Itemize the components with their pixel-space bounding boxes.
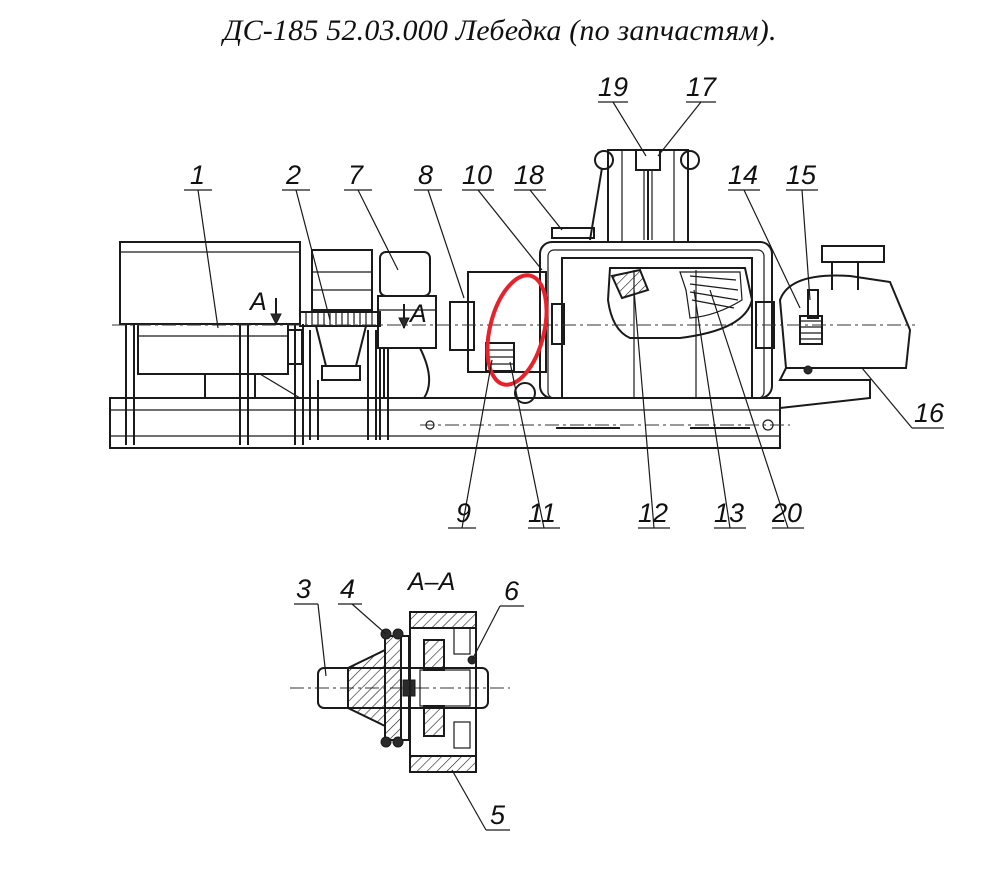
callouts: 1 2 7 8 10 18 19 17 14 15 9 11 12 13 20 … [190,72,945,528]
cut-mark-left: А [248,288,267,316]
section-view: А–А 3 4 6 5 [290,568,524,831]
leaders [184,101,944,529]
callout-5: 5 [490,800,506,830]
callout-10: 10 [462,160,492,190]
callout-7: 7 [348,160,364,190]
callout-2: 2 [285,160,301,190]
drum-housing [561,257,753,399]
brake-drum-cover [778,274,912,369]
callout-1: 1 [190,160,205,190]
fairlead-roller-right [680,150,700,170]
callout-13: 13 [714,498,744,528]
brake-spring [799,315,823,345]
callout-12: 12 [638,498,668,528]
base-frame [109,397,781,449]
callout-6: 6 [504,576,520,606]
callout-3: 3 [296,574,311,604]
coupling-pin [514,382,536,404]
reducer-housing [377,295,437,349]
reducer-cover [379,251,431,297]
fairlead-roller-left [594,150,614,170]
electric-motor [137,323,289,375]
callout-17: 17 [686,72,717,102]
callout-9: 9 [456,498,471,528]
callout-4: 4 [340,574,355,604]
brake-block [311,249,373,311]
motor-housing [119,241,301,325]
rope-guide [551,227,595,239]
callout-14: 14 [728,160,758,190]
callout-19: 19 [598,72,628,102]
main-view: А А [109,149,915,449]
highlight-ring [485,273,549,387]
coupling-hub [449,301,475,351]
callout-18: 18 [514,160,544,190]
section-hub [347,648,386,728]
cut-mark-right: А [408,300,427,328]
section-label: А–А [406,568,455,596]
callout-8: 8 [418,160,433,190]
drum-window [606,267,754,339]
callout-16: 16 [914,398,945,428]
callout-15: 15 [786,160,817,190]
lever-top [821,245,885,263]
drawing-title: ДС-185 52.03.000 Лебедка (по запчастям). [223,14,777,47]
callout-20: 20 [771,498,802,528]
callout-11: 11 [528,498,556,528]
